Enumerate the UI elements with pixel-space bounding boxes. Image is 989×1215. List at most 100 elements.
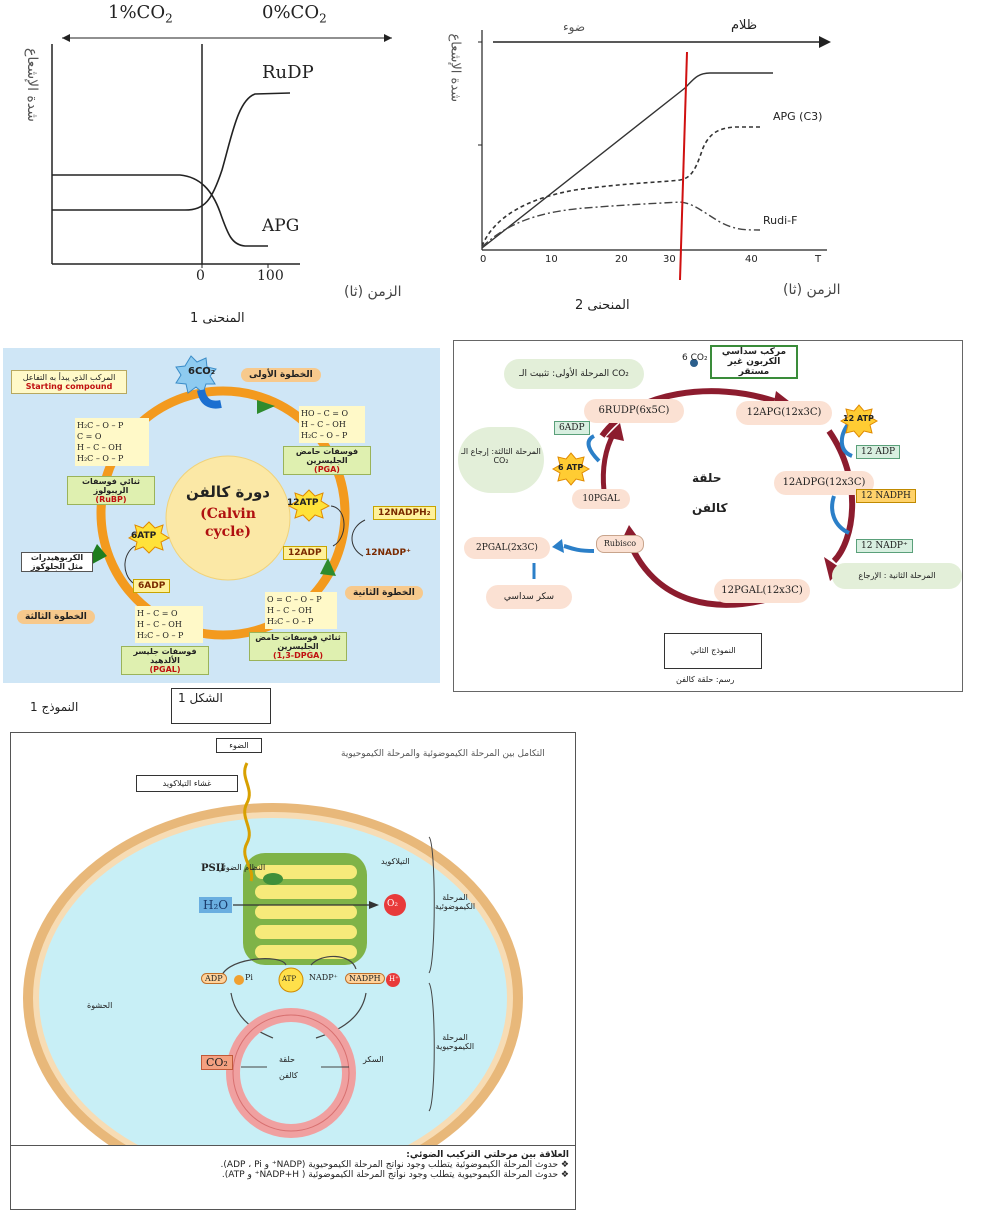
unstable-compound-box: مركب سداسي الكربون غير مستقر bbox=[710, 345, 798, 379]
adp12-label: 12 ADP bbox=[856, 445, 901, 459]
graph-2-tick: 30 bbox=[663, 254, 676, 265]
pgal2-node: 2PGAL(2x3C) bbox=[464, 537, 550, 559]
phase-1-bubble: المرحلة الأولى: تثبيت الـ CO₂ bbox=[504, 359, 644, 389]
rudp-curve bbox=[52, 92, 291, 211]
six-co2-label: 6 CO₂ bbox=[682, 353, 708, 363]
psi-label: PSII bbox=[201, 863, 226, 874]
graph-1-ylabel: شدة الإشعاع bbox=[24, 48, 40, 122]
rubp-name: ثنائي فوسفات الريبولوز(RuBP) bbox=[67, 476, 155, 505]
co2-label: 6CO₂ bbox=[188, 366, 216, 377]
relation-title: العلاقة بين مرحلتي التركيب الضوئي: bbox=[406, 1150, 569, 1160]
nadp-plus-label: NADP⁺ bbox=[309, 973, 338, 982]
cycle-title-2: كالفن bbox=[692, 501, 728, 515]
atp12-burst bbox=[287, 489, 331, 522]
rudp-node: 6RUDP(6x5C) bbox=[584, 399, 684, 423]
graph-2-tick: T bbox=[815, 254, 822, 265]
arrow-head bbox=[819, 36, 831, 48]
membrane-label: غشاء التيلاكويد bbox=[136, 775, 238, 792]
step-1-label: الخطوة الأولى bbox=[241, 368, 321, 382]
co2-arrow bbox=[197, 389, 222, 409]
rudi-f-curve bbox=[481, 201, 761, 248]
graph-1: 1%CO2 0%CO2 شدة الإشعاع RuDP APG 0 100 ا… bbox=[0, 0, 430, 330]
atp12-label: 12ATP bbox=[287, 498, 319, 508]
phase-2-bubble: المرحلة الثانية : الإرجاع bbox=[832, 563, 962, 589]
graph-1-xlabel: الزمن (ثا) bbox=[344, 284, 402, 300]
atp6-burst bbox=[127, 521, 171, 554]
relation-box: العلاقة بين مرحلتي التركيب الضوئي: ❖ حدو… bbox=[11, 1145, 575, 1209]
h2o-label: H₂O bbox=[199, 897, 233, 913]
thylakoid-label: التيلاكويد bbox=[381, 857, 410, 866]
nadp12-label: 12 NADP⁺ bbox=[856, 539, 913, 553]
pi-label: Pi bbox=[245, 973, 253, 982]
atp6-label: 6ATP bbox=[131, 531, 157, 541]
graph-1-tick-100: 100 bbox=[257, 268, 284, 284]
graph-2-tick: 0 bbox=[480, 254, 487, 265]
cycle-title-1: حلقة bbox=[692, 471, 722, 485]
adp-label: ADP bbox=[201, 973, 227, 984]
light-off-line bbox=[679, 51, 688, 281]
dpga-name: ثنائي فوسفات حامض الجليسرين(1,3-DPGA) bbox=[249, 632, 347, 661]
chloroplast-title: التكامل بين المرحلة الكيموضوئية والمرحلة… bbox=[341, 749, 545, 759]
chloroplast-figure: التكامل بين المرحلة الكيموضوئية والمرحلة… bbox=[10, 732, 576, 1210]
cycle-arrow-left bbox=[600, 431, 617, 492]
adp6-label: 6ADP bbox=[554, 421, 590, 435]
relation-bullet-2: ❖ حدوث المرحلة الكيموحيوية يتطلب وجود نو… bbox=[221, 1170, 569, 1180]
graph-1-svg bbox=[51, 34, 392, 268]
stroma-label: الحشوة bbox=[87, 1001, 113, 1010]
apg-node: 12APG(12x3C) bbox=[736, 401, 832, 425]
pgal12-node: 12PGAL(12x3C) bbox=[714, 579, 810, 603]
adp12-label: 12ADP bbox=[283, 546, 327, 560]
pgal-name: فوسفات جليسر الألدهيد(PGAL) bbox=[121, 646, 209, 675]
atp12-label: 12 ATP bbox=[843, 414, 874, 423]
graph-1-rudp-label: RuDP bbox=[262, 62, 314, 83]
nadp12-label: 12NADP⁺ bbox=[365, 548, 411, 558]
nadph-label: NADPH bbox=[345, 973, 385, 984]
biochemical-phase-label: المرحلة الكيموحيوية bbox=[435, 1033, 475, 1051]
calvin-figure-2: 6 CO₂ مركب سداسي الكربون غير مستقر المرح… bbox=[453, 340, 963, 692]
green-arrow bbox=[320, 558, 336, 576]
graph-2-tick: 40 bbox=[745, 254, 758, 265]
pgal10-node: 10PGAL bbox=[572, 489, 630, 509]
sugar-label: السكر bbox=[363, 1055, 384, 1064]
relation-bullet-1: ❖ حدوث المرحلة الكيموضوئية يتطلب وجود نو… bbox=[220, 1160, 569, 1170]
atp-label: ATP bbox=[282, 975, 297, 983]
graph-2-tick: 10 bbox=[545, 254, 558, 265]
graph-2-svg bbox=[478, 30, 831, 281]
chloroplast-svg bbox=[23, 762, 523, 1193]
graph-2: ضوء ظلام شدة الإشعاع APG (C3) Rudi-F 0 1… bbox=[435, 0, 855, 330]
graph-2-xlabel: الزمن (ثا) bbox=[783, 282, 841, 298]
graph-2-light-label: ضوء bbox=[563, 20, 586, 34]
start-en: Starting compound bbox=[25, 382, 113, 391]
o2-circle bbox=[384, 894, 406, 916]
sugar-node: سكر سداسي bbox=[486, 585, 572, 609]
calvin-figure-1: الخطوة الأولى 6CO₂ المركب الذي يبدأ به ا… bbox=[3, 348, 440, 683]
start-ar: المركب الذي يبدأ به التفاعل bbox=[22, 373, 116, 382]
arrow-head-left bbox=[62, 34, 70, 42]
atp6-label: 6 ATP bbox=[558, 463, 584, 472]
adp6-label: 6ADP bbox=[133, 579, 171, 593]
starting-compound-box: المركب الذي يبدأ به التفاعل Starting com… bbox=[11, 370, 127, 394]
calvin-2-footer: رسم: حلقة كالفن bbox=[676, 675, 735, 684]
phase-3-bubble: المرحلة الثالثة: إرجاع الـ CO₂ bbox=[458, 427, 544, 493]
graph-1-apg-label: APG bbox=[262, 216, 300, 236]
calvin-title-en-2: cycle) bbox=[204, 524, 252, 540]
apg-curve bbox=[52, 174, 268, 247]
green-arrow bbox=[257, 400, 275, 414]
figure-1-caption: الشكل 1 bbox=[171, 688, 271, 724]
calvin-label-2: كالفن bbox=[279, 1071, 298, 1080]
step-2-label: الخطوة الثانية bbox=[345, 586, 423, 600]
hplus-label: H⁺ bbox=[389, 975, 399, 983]
cycle-arrow-right bbox=[826, 429, 856, 564]
graph-2-caption: المنحنى 2 bbox=[575, 298, 630, 313]
calvin-title-ar: دورة كالفن bbox=[185, 483, 271, 501]
graph-2-dark-label: ظلام bbox=[731, 18, 758, 33]
model-2-caption: النموذج الثاني bbox=[664, 633, 762, 669]
carbohydrates-box: الكربوهيدرات مثل الجلوكوز bbox=[21, 552, 93, 572]
graph-2-rudi-label: Rudi-F bbox=[763, 214, 798, 227]
calvin-label-1: حلقة bbox=[279, 1055, 295, 1064]
model-1-caption: النموذج 1 bbox=[30, 700, 79, 714]
